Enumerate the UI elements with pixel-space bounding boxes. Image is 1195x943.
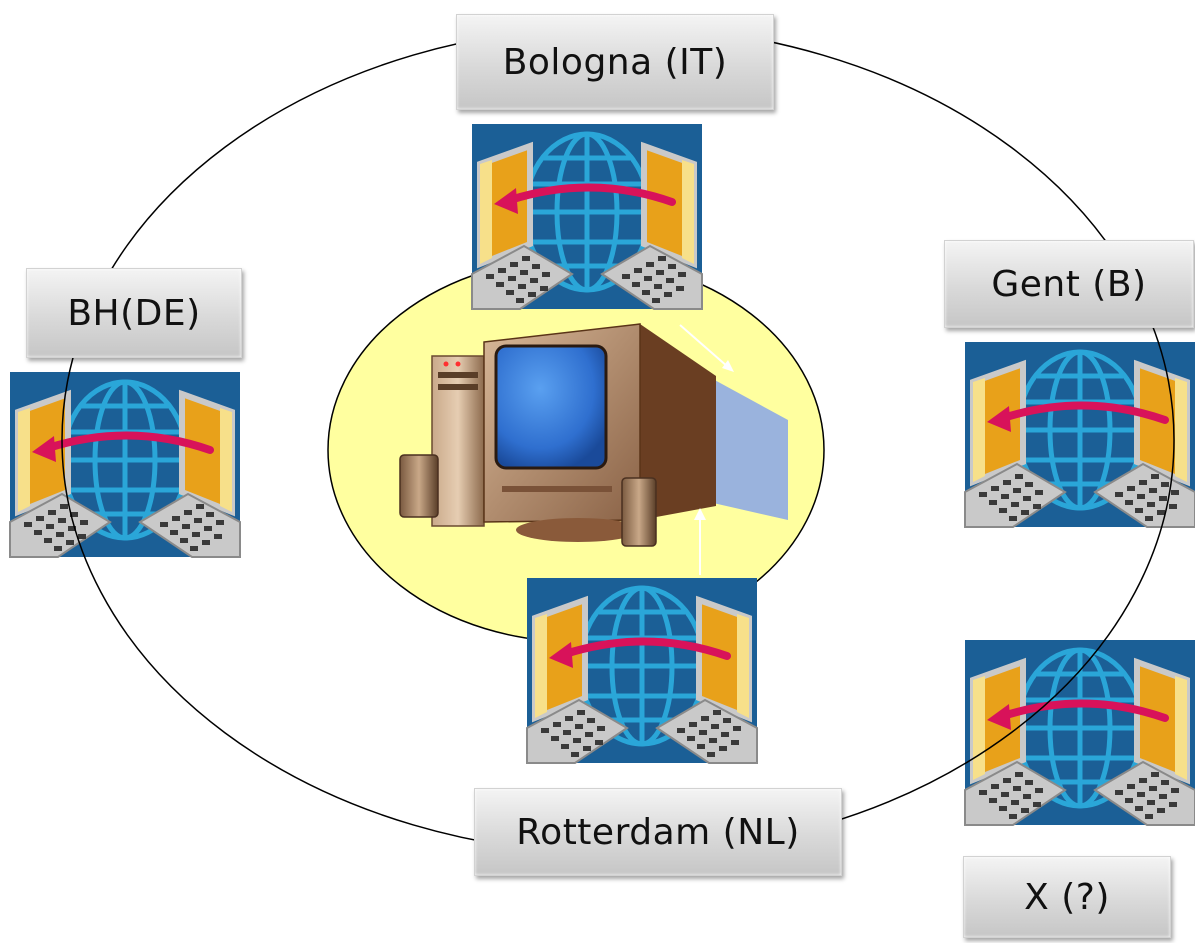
connector-arrow: [694, 508, 706, 575]
node-label-text: Rotterdam (NL): [516, 811, 800, 853]
connector-arrow: [679, 324, 734, 372]
desktop-computer-icon: [399, 323, 788, 547]
node-label-bologna: Bologna (IT): [456, 14, 774, 110]
node-label-bh: BH(DE): [26, 268, 242, 358]
node-label-x: X (?): [963, 856, 1171, 938]
node-label-text: Bologna (IT): [502, 41, 728, 83]
node-label-rotterdam: Rotterdam (NL): [474, 788, 842, 876]
node-icon-bologna: [472, 124, 702, 309]
node-icon-bh: [10, 372, 240, 557]
node-label-text: BH(DE): [67, 292, 201, 334]
node-icon-gent: [965, 342, 1195, 527]
node-icon-x: [965, 640, 1195, 825]
node-icon-rotterdam: [527, 578, 757, 763]
node-label-text: X (?): [1024, 876, 1110, 918]
node-label-text: Gent (B): [991, 263, 1147, 305]
node-label-gent: Gent (B): [944, 240, 1194, 328]
